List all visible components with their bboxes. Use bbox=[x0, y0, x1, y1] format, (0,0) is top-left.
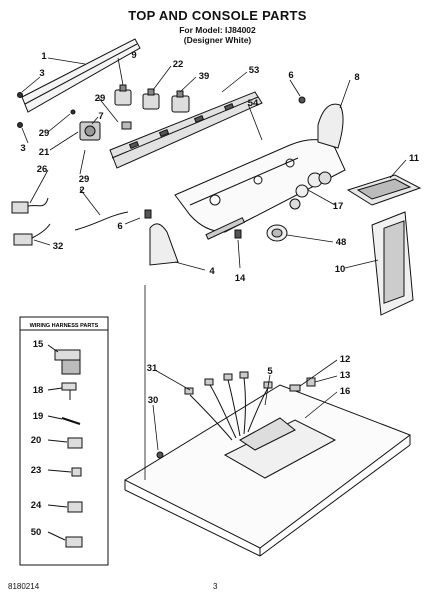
control-switch-part bbox=[114, 84, 132, 106]
lint-filter-part bbox=[346, 174, 422, 206]
model-line: For Model: IJ84002 bbox=[179, 25, 256, 35]
callout-label: 6 bbox=[288, 70, 293, 81]
callout-label: 21 bbox=[39, 147, 50, 158]
variant-line: (Designer White) bbox=[183, 35, 252, 45]
clip-part bbox=[121, 121, 132, 130]
callout-labels: 1 3 3 29 29 29 9 22 39 53 6 8 54 7 21 26… bbox=[20, 50, 419, 538]
callout-label: 13 bbox=[340, 370, 351, 381]
callout-label: 54 bbox=[248, 98, 259, 109]
callout-label: 32 bbox=[53, 241, 64, 252]
screw-part bbox=[234, 229, 242, 239]
callout-label: 39 bbox=[199, 71, 210, 82]
callout-label: 1 bbox=[41, 51, 47, 62]
callout-label: 3 bbox=[39, 68, 44, 79]
legend-callout: 18 bbox=[33, 385, 44, 396]
exhaust-duct-part bbox=[371, 211, 414, 316]
callout-label: 16 bbox=[340, 386, 351, 397]
clip-part bbox=[306, 377, 316, 387]
screw-part bbox=[70, 109, 76, 115]
callout-label: 22 bbox=[173, 59, 184, 70]
legend-callout: 24 bbox=[31, 500, 42, 511]
wiring-harness-legend-box bbox=[19, 316, 109, 566]
legend-callout: 15 bbox=[33, 339, 44, 350]
leader-lines bbox=[21, 57, 407, 480]
knob-part bbox=[295, 184, 309, 198]
screw-part bbox=[144, 209, 152, 219]
legend-title: WIRING HARNESS PARTS bbox=[30, 323, 99, 329]
callout-label: 29 bbox=[79, 174, 90, 185]
timer-part bbox=[79, 121, 101, 141]
screw-part bbox=[298, 96, 306, 104]
callout-label: 48 bbox=[336, 237, 347, 248]
cabinet-top-part bbox=[123, 384, 412, 557]
diagram-title: TOP AND CONSOLE PARTS bbox=[128, 8, 307, 23]
knob-part bbox=[318, 171, 332, 185]
connector-part bbox=[11, 197, 49, 214]
callout-label: 53 bbox=[249, 65, 260, 76]
callout-label: 14 bbox=[235, 273, 246, 284]
connector-part bbox=[13, 223, 51, 246]
end-cap-part bbox=[149, 223, 179, 266]
screw-part bbox=[17, 122, 23, 128]
clip-part bbox=[289, 384, 301, 392]
control-switch-part bbox=[142, 88, 160, 110]
control-panel-part bbox=[109, 91, 263, 169]
legend-callout: 50 bbox=[31, 527, 42, 538]
screw-part bbox=[17, 92, 23, 98]
callout-label: 8 bbox=[354, 72, 359, 83]
end-cap-part bbox=[317, 103, 344, 149]
callout-label: 17 bbox=[333, 201, 344, 212]
legend-callout: 19 bbox=[33, 411, 44, 422]
page-number: 3 bbox=[213, 582, 218, 591]
callout-label: 6 bbox=[117, 221, 122, 232]
large-knob-part bbox=[266, 224, 288, 242]
callout-label: 31 bbox=[147, 363, 158, 374]
callout-label: 29 bbox=[39, 128, 50, 139]
callout-label: 26 bbox=[37, 164, 48, 175]
legend-callout: 23 bbox=[31, 465, 42, 476]
callout-label: 10 bbox=[335, 264, 346, 275]
callout-label: 12 bbox=[340, 354, 351, 365]
control-switch-part bbox=[171, 90, 190, 113]
legend-callout: 20 bbox=[31, 435, 42, 446]
callout-label: 9 bbox=[131, 50, 136, 61]
console-part bbox=[174, 139, 346, 240]
wire-part bbox=[74, 211, 129, 231]
callout-label: 2 bbox=[79, 185, 84, 196]
callout-label: 29 bbox=[95, 93, 106, 104]
callout-label: 7 bbox=[98, 111, 103, 122]
knob-part bbox=[289, 198, 301, 210]
callout-label: 4 bbox=[209, 266, 215, 277]
document-number: 8180214 bbox=[8, 582, 40, 591]
callout-label: 3 bbox=[20, 143, 25, 154]
callout-label: 5 bbox=[267, 366, 273, 377]
callout-label: 11 bbox=[409, 153, 420, 164]
callout-label: 30 bbox=[148, 395, 159, 406]
screw-part bbox=[156, 451, 164, 459]
rear-bracket-part bbox=[21, 38, 141, 113]
